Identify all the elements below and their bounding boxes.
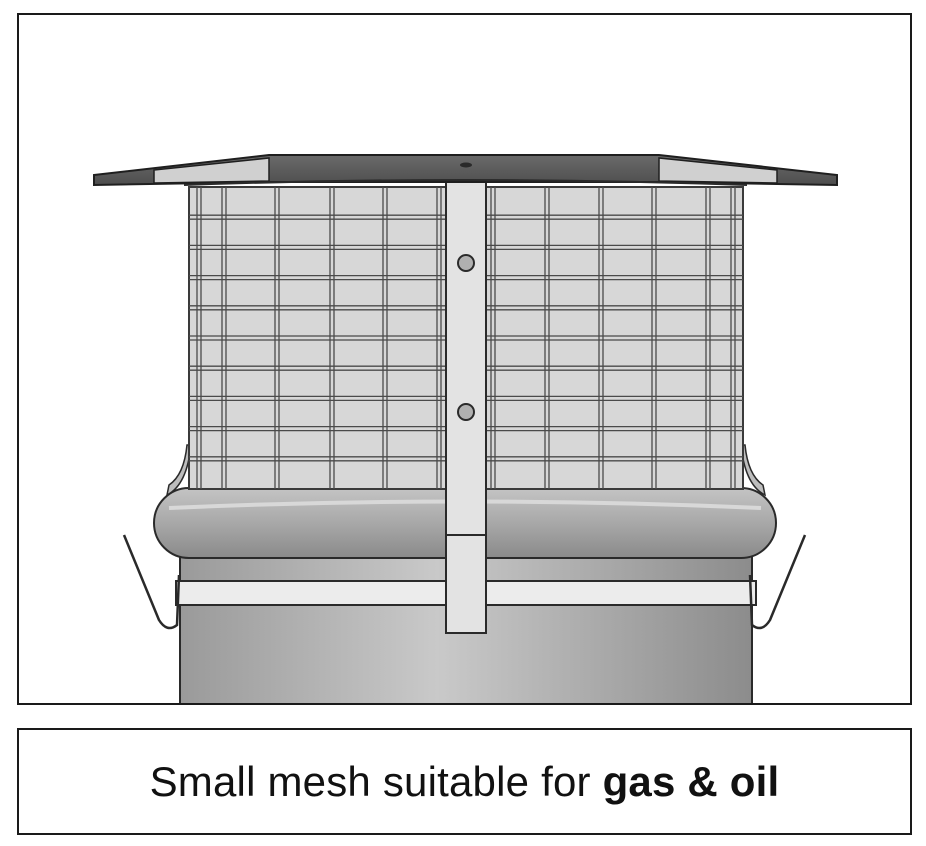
caption-regular: Small mesh suitable for (149, 757, 603, 805)
right-wire-leg (748, 534, 807, 630)
caption-bold: gas & oil (602, 757, 780, 805)
mesh-skirt-right (740, 444, 767, 497)
mesh-skirt-left (165, 444, 192, 497)
illustration-frame (17, 13, 912, 705)
cowl-cap (93, 154, 838, 187)
left-wire-leg (122, 534, 181, 630)
chimney-cowl-illustration (93, 154, 838, 703)
caption-text: Small mesh suitable for gas & oil (150, 758, 780, 806)
rivet-bottom (457, 403, 475, 421)
caption-box: Small mesh suitable for gas & oil (17, 728, 912, 835)
rivet-top (457, 254, 475, 272)
